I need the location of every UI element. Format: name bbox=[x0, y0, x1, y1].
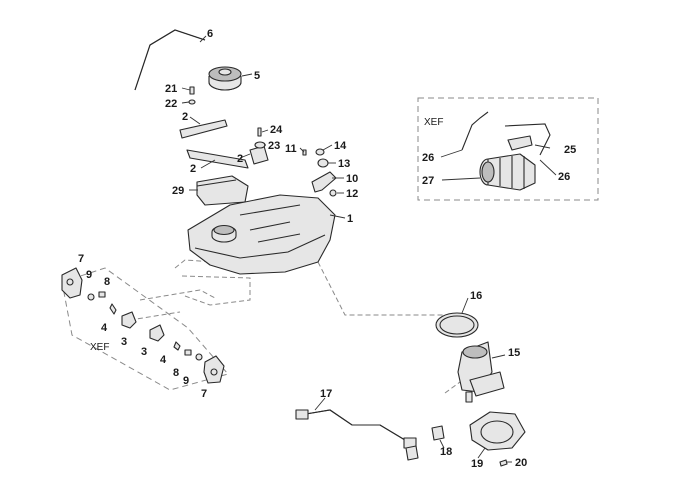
callout-16: 16 bbox=[470, 290, 482, 302]
fuel-pump-seal bbox=[435, 312, 479, 338]
left-bracket-parts bbox=[61, 267, 225, 384]
callout-15: 15 bbox=[508, 347, 520, 359]
fuel-cap bbox=[208, 66, 242, 91]
screw-grommet-23-24 bbox=[254, 127, 266, 149]
pump-flange bbox=[469, 411, 526, 451]
callout-13: 13 bbox=[338, 158, 350, 170]
callout-7-left: 7 bbox=[78, 253, 84, 265]
callout-25: 25 bbox=[564, 144, 576, 156]
xef-top-label: XEF bbox=[424, 117, 443, 128]
callout-12: 12 bbox=[346, 188, 358, 200]
fuel-line bbox=[295, 409, 419, 461]
callout-24: 24 bbox=[270, 124, 283, 136]
callout-6: 6 bbox=[207, 28, 213, 40]
mounting-bracket bbox=[302, 148, 337, 197]
callout-8-left: 8 bbox=[104, 276, 110, 288]
callout-20: 20 bbox=[515, 457, 527, 469]
callout-3-right: 3 bbox=[141, 346, 147, 358]
callout-4-right: 4 bbox=[160, 354, 167, 366]
fuel-tank bbox=[187, 194, 336, 275]
callout-9-left: 9 bbox=[86, 269, 92, 281]
callout-26-left: 26 bbox=[422, 152, 434, 164]
callout-2-right: 2 bbox=[237, 153, 243, 165]
callout-11: 11 bbox=[285, 143, 297, 155]
flange-screw bbox=[499, 459, 508, 467]
callout-8-right: 8 bbox=[173, 367, 179, 379]
xef-left-label: XEF bbox=[90, 342, 109, 353]
xef-bracket-box: XEF bbox=[61, 267, 229, 391]
callout-14: 14 bbox=[334, 140, 347, 152]
callout-9-right: 9 bbox=[183, 375, 189, 387]
assembly-guide-lines bbox=[129, 259, 461, 394]
callout-22: 22 bbox=[165, 98, 177, 110]
callout-27: 27 bbox=[422, 175, 434, 187]
callout-3-left: 3 bbox=[121, 336, 127, 348]
callout-1: 1 bbox=[347, 213, 353, 225]
callout-2-bottom: 2 bbox=[190, 163, 196, 175]
callout-5: 5 bbox=[254, 70, 260, 82]
callout-18: 18 bbox=[440, 446, 452, 458]
hose-clamp bbox=[431, 425, 445, 441]
xef-kit-box: XEF bbox=[417, 97, 599, 201]
callout-21: 21 bbox=[165, 83, 177, 95]
callout-29: 29 bbox=[172, 185, 184, 197]
foam-pad bbox=[196, 175, 249, 206]
callout-2-top: 2 bbox=[182, 111, 188, 123]
callout-19: 19 bbox=[471, 458, 483, 470]
callout-17: 17 bbox=[320, 388, 332, 400]
callout-4-left: 4 bbox=[101, 322, 108, 334]
callout-23: 23 bbox=[268, 140, 280, 152]
fuel-pump bbox=[457, 341, 505, 403]
callout-10: 10 bbox=[346, 173, 358, 185]
callout-numbers: 6 5 21 22 2 2 2 24 23 11 14 13 10 12 1 2… bbox=[78, 28, 576, 470]
callout-leaders bbox=[181, 35, 557, 463]
tank-straps bbox=[179, 119, 269, 169]
callout-26-right: 26 bbox=[558, 171, 570, 183]
callout-7-right: 7 bbox=[201, 388, 207, 400]
xef-filter-kit bbox=[461, 111, 551, 191]
